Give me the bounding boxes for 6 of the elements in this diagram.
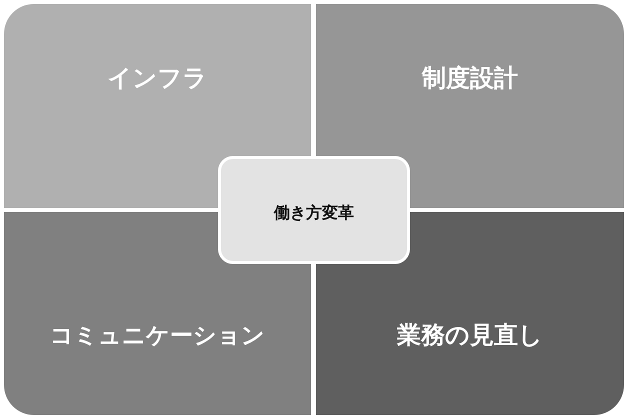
quadrant-label: コミュニケーション [50, 322, 265, 351]
quadrant-label: インフラ [108, 63, 208, 94]
quadrant-label: 制度設計 [422, 63, 518, 94]
center-box [218, 156, 410, 264]
center-label: 働き方変革 [274, 203, 354, 224]
quadrant-label: 業務の見直し [397, 320, 543, 351]
